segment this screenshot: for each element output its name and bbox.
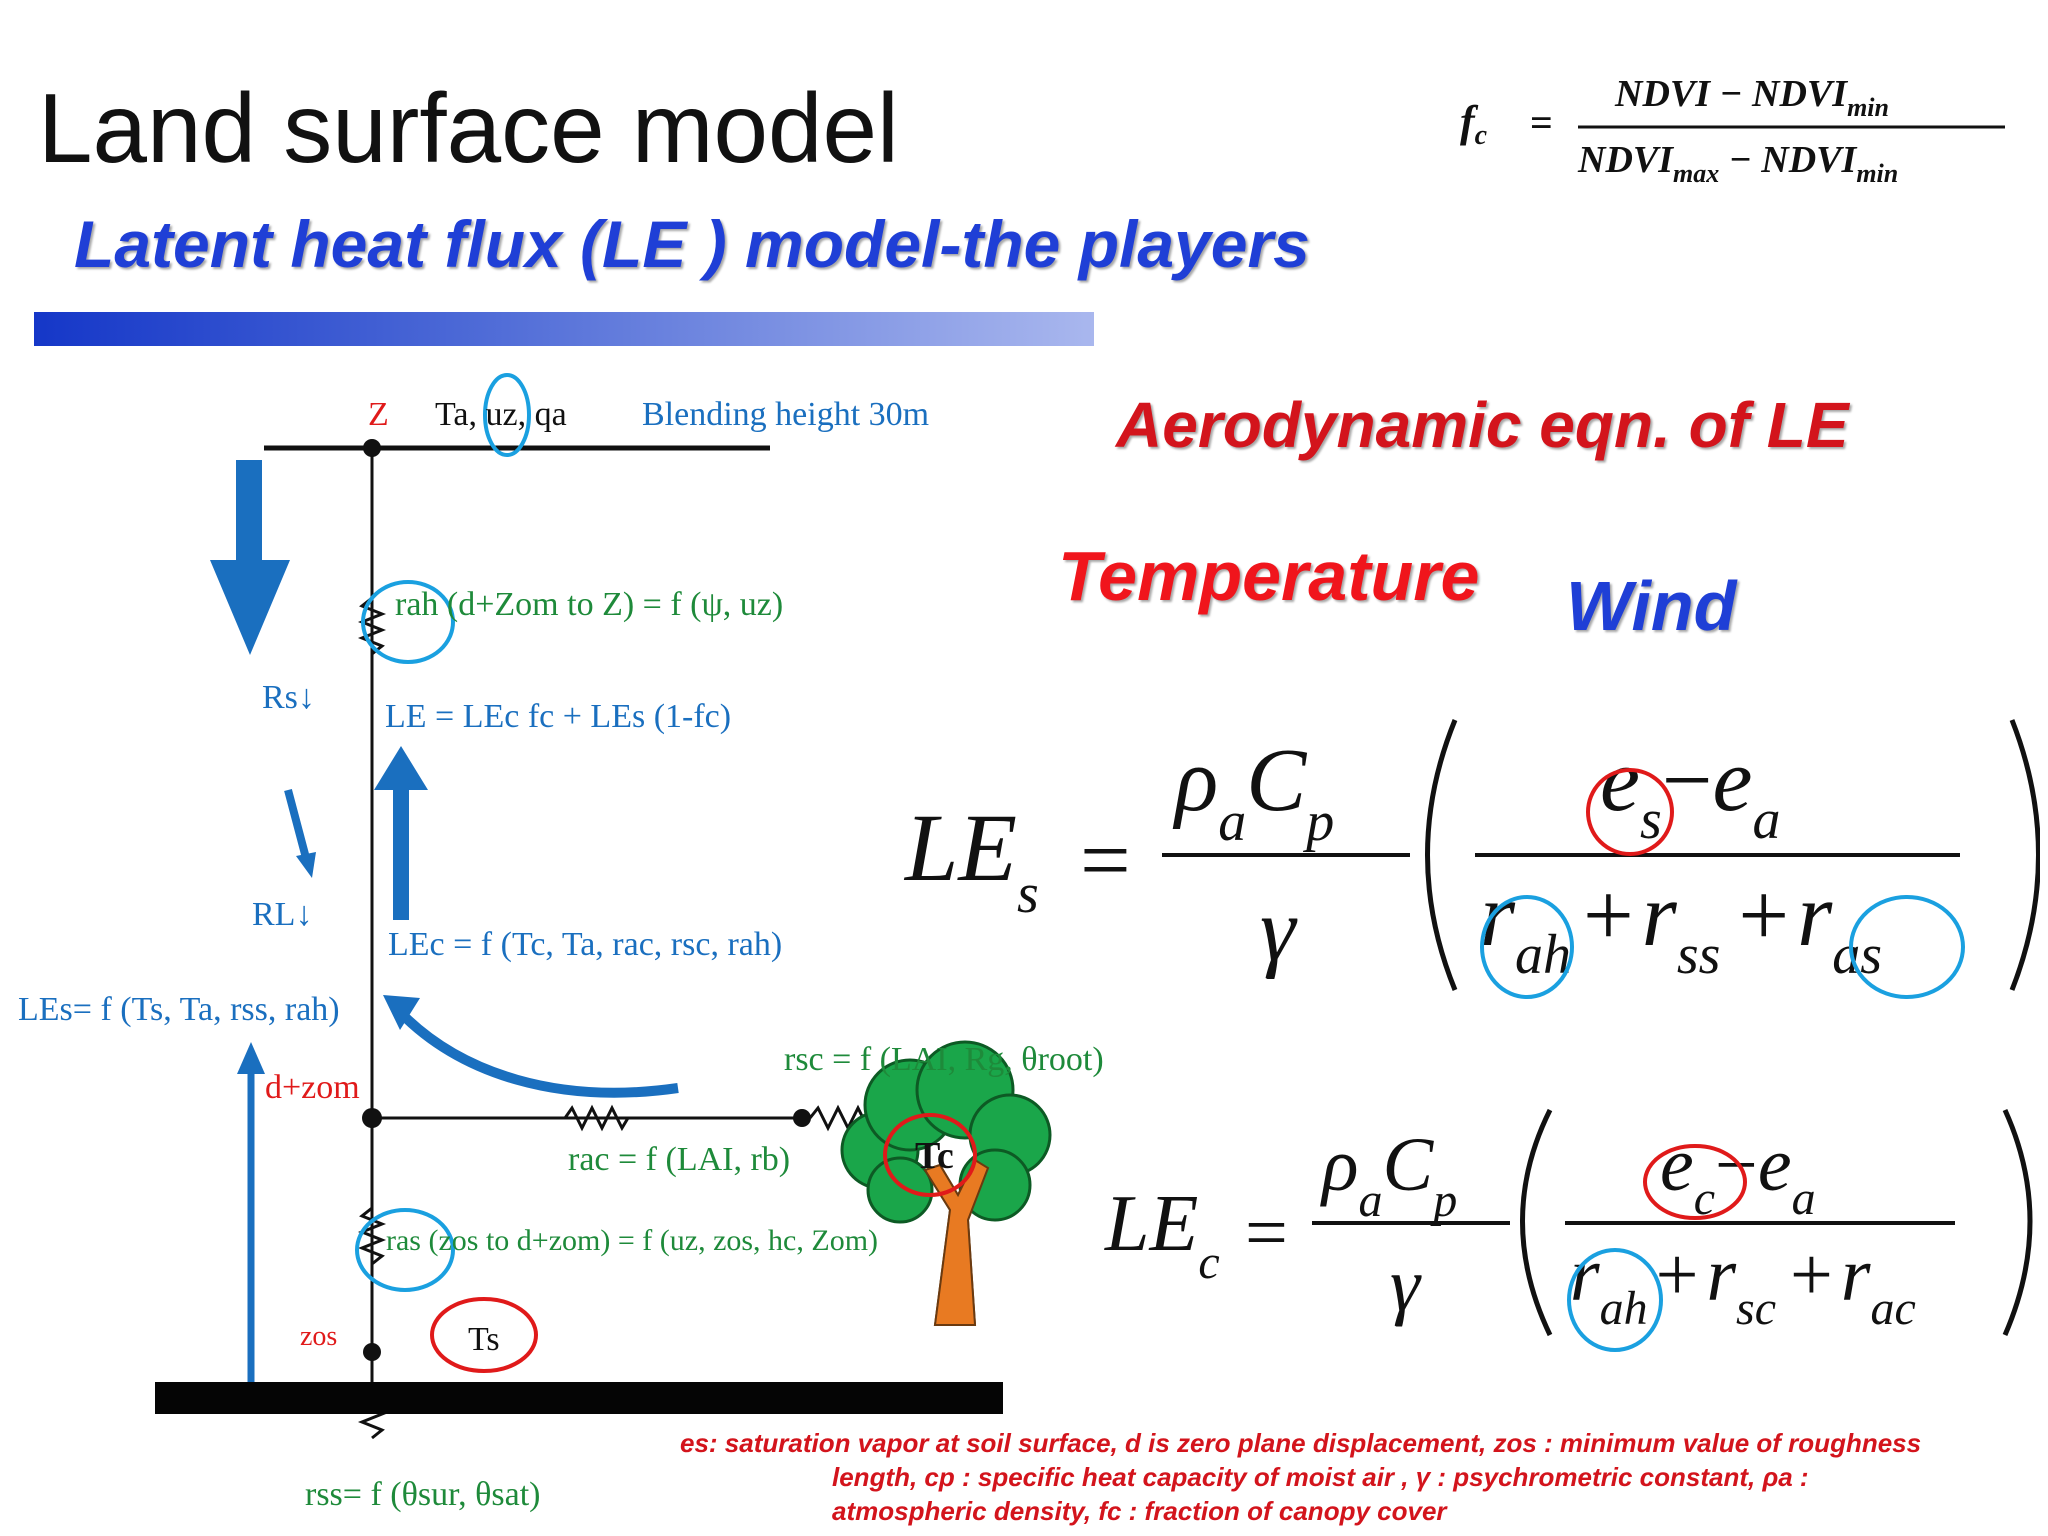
rss-equation: rss= f (θsur, θsat)	[305, 1476, 540, 1513]
temperature-label: Temperature	[1058, 537, 1480, 615]
tc-label: Tc	[915, 1135, 954, 1177]
ts-label: Ts	[468, 1321, 500, 1358]
svg-text:ρaCp: ρaCp	[1320, 1123, 1457, 1227]
lec-curved-arrow	[394, 1006, 679, 1098]
tree-icon	[840, 1040, 1052, 1326]
wind-label: Wind	[1566, 567, 1737, 645]
rsc-equation: rsc = f (LAI, Rg, θroot)	[784, 1041, 1104, 1078]
ground-surface	[155, 1382, 1003, 1414]
footnote-line-2: length, cp : specific heat capacity of m…	[832, 1462, 1809, 1492]
svg-text:ec−ea: ec−ea	[1660, 1123, 1816, 1225]
blending-height: Blending height 30m	[642, 396, 929, 433]
page-subtitle: Latent heat flux (LE ) model-the players	[74, 207, 1310, 281]
uz-highlight	[483, 373, 531, 457]
rs-down-arrow	[210, 460, 290, 655]
gradient-divider	[34, 312, 1094, 346]
lsm-diagram: Z Ta, uz, qa Blending height 30m rah (d+…	[18, 373, 1104, 1513]
svg-text:γ: γ	[1260, 881, 1298, 980]
fc-denominator: NDVImax − NDVImin	[1577, 139, 1898, 188]
svg-text:=: =	[1530, 100, 1553, 145]
le-total-equation: LE = LEc fc + LEs (1-fc)	[385, 698, 731, 735]
rac-equation: rac = f (LAI, rb)	[568, 1141, 790, 1178]
z-label: Z	[368, 396, 389, 433]
rah-c-highlight	[1567, 1248, 1663, 1352]
page-title: Land surface model	[38, 73, 899, 183]
svg-text:LEs: LEs	[903, 794, 1039, 925]
svg-text:rah+rsc+rac: rah+rsc+rac	[1570, 1233, 1916, 1335]
rah-eq-highlight	[1480, 895, 1574, 999]
svg-text:γ: γ	[1390, 1243, 1422, 1327]
rl-label: RL↓	[252, 896, 312, 933]
svg-text:=: =	[1245, 1191, 1288, 1275]
les-equation-main: LEs = ρaCp γ es−ea rah+rss+ras	[903, 719, 2040, 999]
rl-down-arrow	[296, 852, 316, 878]
es-highlight	[1586, 768, 1674, 856]
svg-text:es−ea: es−ea	[1600, 731, 1780, 851]
fc-formula: fc = NDVI − NDVImin NDVImax − NDVImin	[1460, 73, 2005, 188]
ts-highlight	[430, 1297, 538, 1373]
zos-label: zos	[300, 1321, 337, 1352]
ec-highlight	[1643, 1144, 1747, 1220]
aerodynamic-heading: Aerodynamic eqn. of LE	[1116, 389, 1849, 461]
fc-numerator: NDVI − NDVImin	[1614, 73, 1889, 122]
rs-label: Rs↓	[262, 679, 315, 716]
lec-equation: LEc = f (Tc, Ta, rac, rsc, rah)	[388, 926, 782, 963]
ras-equation: ras (zos to d+zom) = f (uz, zos, hc, Zom…	[386, 1224, 878, 1257]
svg-text:LEc: LEc	[1104, 1180, 1220, 1289]
ras-highlight	[355, 1208, 455, 1292]
svg-text:=: =	[1080, 811, 1131, 910]
footnote-line-1: es: saturation vapor at soil surface, d …	[680, 1428, 1922, 1458]
les-equation: LEs= f (Ts, Ta, rss, rah)	[18, 991, 340, 1028]
le-up-arrow	[374, 746, 428, 920]
tc-highlight	[883, 1113, 977, 1197]
d-zom-label: d+zom	[265, 1069, 360, 1106]
fc-lhs: fc	[1460, 97, 1488, 151]
rah-highlight	[361, 580, 455, 664]
rac-resistor	[563, 1104, 630, 1132]
top-vars: Ta, uz, qa	[435, 396, 567, 433]
footnote-line-3: atmospheric density, fc : fraction of ca…	[832, 1496, 1447, 1526]
svg-text:ρaCp: ρaCp	[1172, 731, 1334, 853]
ras-eq-highlight	[1849, 895, 1965, 999]
lec-equation-main: LEc = ρaCp γ ec−ea rah+rsc+rac	[1104, 1108, 2033, 1352]
svg-text:rah+rss+ras: rah+rss+ras	[1480, 866, 1882, 986]
les-up-arrow	[237, 1042, 265, 1074]
footnote: es: saturation vapor at soil surface, d …	[680, 1426, 2030, 1528]
rah-equation: rah (d+Zom to Z) = f (ψ, uz)	[395, 586, 783, 623]
